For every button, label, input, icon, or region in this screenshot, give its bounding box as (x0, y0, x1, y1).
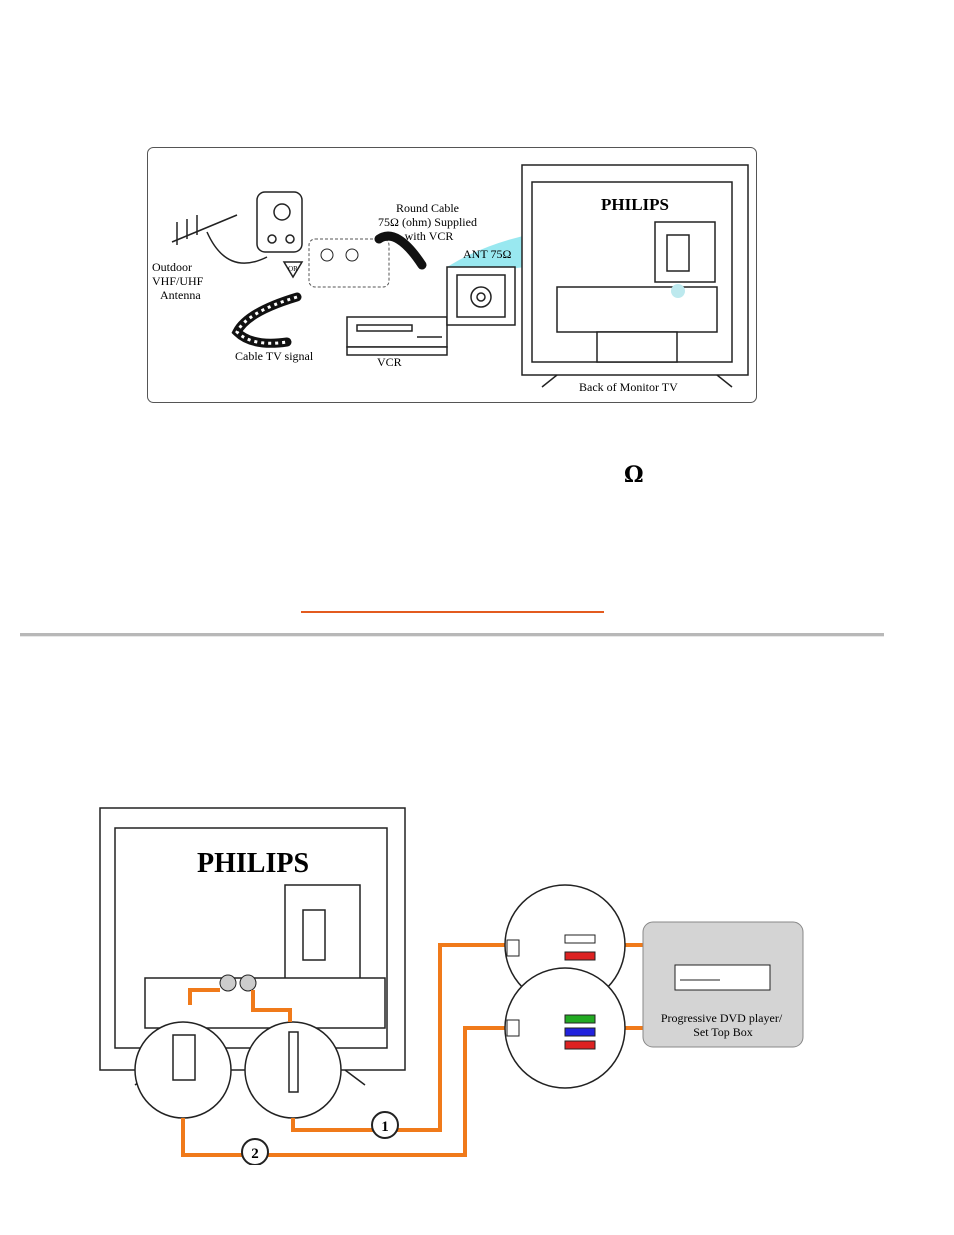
antenna-connection-diagram: OR PHILIPS Outdo (147, 147, 757, 403)
svg-text:1: 1 (381, 1119, 389, 1135)
ant-panel (446, 266, 516, 326)
audio-plug-icon (288, 1031, 299, 1093)
brand-logo: PHILIPS (601, 195, 669, 214)
brand-logo: PHILIPS (197, 848, 309, 879)
vga-plug-icon (172, 1034, 196, 1081)
dvd-connection-diagram: PHILIPS 1 2 (99, 807, 804, 1165)
marker-2: 2 (241, 1138, 269, 1165)
antenna-icon (171, 214, 268, 264)
ohm-symbol: Ω (624, 462, 644, 488)
monitor-back-icon (521, 164, 749, 388)
orange-cables (181, 943, 643, 1157)
audio-port (239, 974, 257, 992)
monitor-back-icon (99, 807, 406, 1086)
splitter-label: OR (288, 265, 298, 273)
rca-plugs-icon (506, 934, 596, 1050)
vcr-label: VCR (377, 355, 402, 369)
dvd-player-label: Progressive DVD player/ Set Top Box (661, 1011, 785, 1039)
vcr-icon (346, 316, 448, 356)
antenna-label: Outdoor VHF/UHF Antenna (152, 260, 206, 302)
vga-port (219, 974, 237, 992)
link-underline[interactable] (301, 611, 604, 613)
cable-tv-label: Cable TV signal (235, 349, 314, 363)
marker-1: 1 (371, 1111, 399, 1139)
splitter-icon (256, 191, 304, 279)
section-divider (20, 633, 884, 637)
dvd-player-box (642, 921, 804, 1048)
svg-text:2: 2 (251, 1146, 259, 1162)
ant-label: ANT 75Ω (463, 247, 511, 261)
connector-panel (308, 238, 390, 288)
monitor-back-label: Back of Monitor TV (579, 380, 678, 394)
round-cable-label: Round Cable 75Ω (ohm) Supplied with VCR (378, 201, 480, 243)
